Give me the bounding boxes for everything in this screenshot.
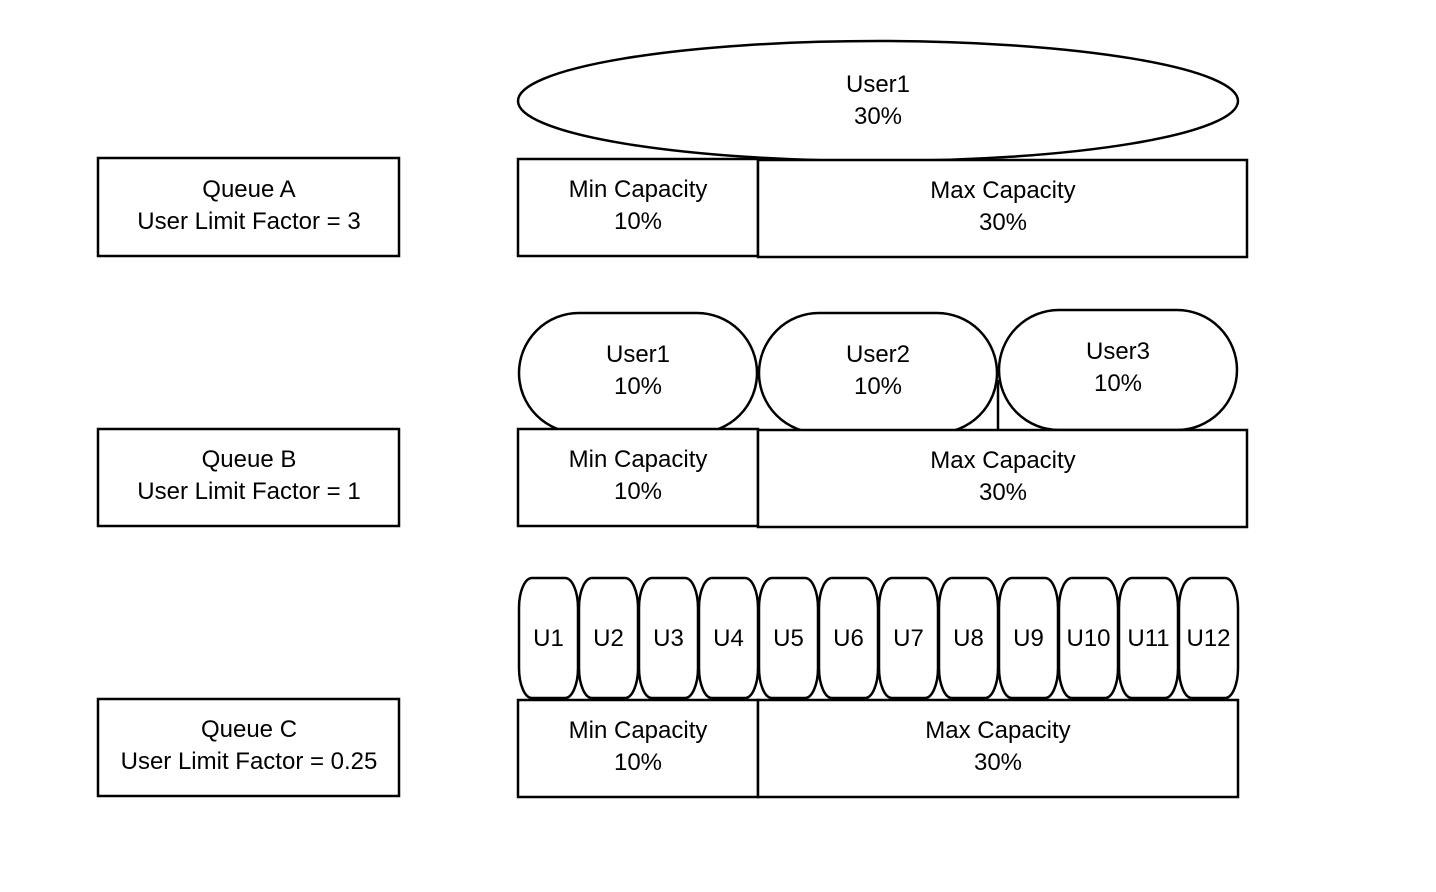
- queue-b-user1-name: User1: [606, 341, 670, 368]
- queue-c-label-box: [96, 697, 401, 798]
- queue-b-user3-pct: 10%: [1094, 370, 1142, 397]
- queue-c-min-value: 10%: [614, 749, 662, 776]
- queue-c: Queue C User Limit Factor = 0.25 Min Cap…: [96, 576, 1240, 799]
- queue-b-factor: User Limit Factor = 1: [137, 478, 360, 505]
- queue-c-user-label: U2: [593, 625, 624, 652]
- queue-c-user-label: U10: [1066, 625, 1110, 652]
- queue-b-max-value: 30%: [979, 479, 1027, 506]
- queue-a-max-label: Max Capacity: [930, 177, 1075, 204]
- queue-c-user-label: U3: [653, 625, 684, 652]
- queue-c-user-label: U12: [1186, 625, 1230, 652]
- queue-b-user2-pct: 10%: [854, 373, 902, 400]
- queue-c-min-capacity-box: [516, 698, 760, 799]
- queue-c-title: Queue C: [201, 716, 297, 743]
- queue-c-user-pill: [1177, 576, 1240, 700]
- queue-c-user-label: U9: [1013, 625, 1044, 652]
- queue-c-user-pills: U1 U2 U3 U4 U5 U6 U7 U8 U9 U10 U11 U12: [517, 576, 1240, 700]
- queue-a-user1-pct: 30%: [854, 103, 902, 130]
- queue-c-max-label: Max Capacity: [925, 717, 1070, 744]
- queue-c-max-value: 30%: [974, 749, 1022, 776]
- queue-c-user-label: U7: [893, 625, 924, 652]
- queue-b-user1-pct: 10%: [614, 373, 662, 400]
- queue-c-factor: User Limit Factor = 0.25: [121, 748, 378, 775]
- queue-c-user-label: U5: [773, 625, 804, 652]
- queue-b-user3-name: User3: [1086, 338, 1150, 365]
- queue-c-user-label: U1: [533, 625, 564, 652]
- queue-b-max-capacity-box: [756, 428, 1249, 529]
- queue-b-min-value: 10%: [614, 478, 662, 505]
- queue-b-min-label: Min Capacity: [569, 446, 708, 473]
- queue-a-max-capacity-box: [756, 158, 1249, 259]
- queue-a-title: Queue A: [202, 176, 295, 203]
- queue-c-max-capacity-box: [756, 698, 1240, 799]
- queue-a-min-label: Min Capacity: [569, 176, 708, 203]
- queue-a-factor: User Limit Factor = 3: [137, 208, 360, 235]
- queue-b-max-label: Max Capacity: [930, 447, 1075, 474]
- queue-c-user-label: U11: [1127, 625, 1169, 652]
- queue-a-label-box: [96, 156, 401, 258]
- queue-a-min-value: 10%: [614, 208, 662, 235]
- queue-c-user-label: U8: [953, 625, 984, 652]
- queue-b-min-capacity-box: [516, 427, 760, 528]
- queue-b: Queue B User Limit Factor = 1 User1 10% …: [96, 308, 1249, 529]
- queue-c-user-label: U4: [713, 625, 744, 652]
- queue-b-user2-name: User2: [846, 341, 910, 368]
- queue-b-label-box: [96, 427, 401, 528]
- queue-c-min-label: Min Capacity: [569, 717, 708, 744]
- queue-a-min-capacity-box: [516, 157, 760, 258]
- queue-a-max-value: 30%: [979, 209, 1027, 236]
- queue-a-user1-name: User1: [846, 71, 910, 98]
- queue-b-title: Queue B: [202, 446, 297, 473]
- queue-c-user-label: U6: [833, 625, 864, 652]
- queue-a: Queue A User Limit Factor = 3 User1 30% …: [96, 39, 1249, 259]
- queue-a-user1-pill: [516, 39, 1240, 163]
